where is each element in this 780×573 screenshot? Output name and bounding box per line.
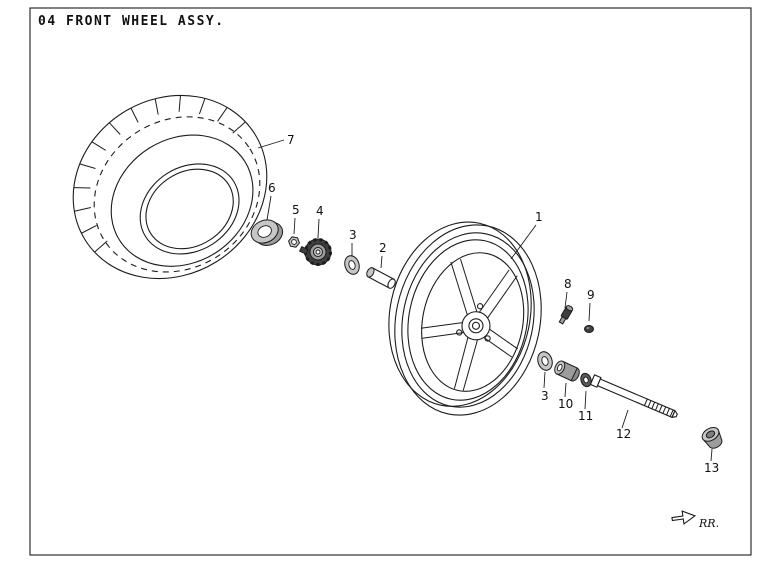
rear-arrow-icon [671, 510, 697, 525]
page-title: FRONT WHEEL ASSY. [66, 14, 225, 29]
callout-3a: 3 [349, 228, 357, 242]
part-13-cap-nut [701, 427, 723, 449]
tire-tread-marks [73, 95, 246, 253]
callout-2: 2 [379, 241, 387, 255]
callout-9: 9 [587, 288, 595, 302]
page-title-code: 04 [38, 14, 57, 29]
part-12-axle-bolt [589, 374, 678, 419]
callout-5: 5 [292, 203, 300, 217]
part-10-bushing [554, 360, 580, 382]
direction-marker: RR. [671, 510, 719, 530]
part-11-washer [580, 372, 592, 388]
leader-lines [257, 139, 713, 462]
callout-11: 11 [578, 409, 593, 423]
callout-12: 12 [616, 427, 631, 441]
rear-marker-label: RR. [698, 517, 719, 530]
part-2-spacer [366, 267, 396, 289]
page-border [29, 7, 752, 556]
callout-7: 7 [287, 133, 295, 147]
part-4-gear-hub [298, 238, 332, 266]
callout-1: 1 [535, 210, 543, 224]
callout-8: 8 [564, 277, 572, 291]
part-5-nut [288, 236, 300, 248]
callout-4: 4 [316, 204, 324, 218]
part-3-washer-b [537, 351, 553, 371]
part-1-wheel-rim [388, 221, 542, 416]
callout-6: 6 [268, 181, 276, 195]
callout-3b: 3 [541, 389, 549, 403]
callout-10: 10 [558, 397, 573, 411]
part-6-collar [250, 219, 284, 246]
axle-threads [643, 398, 674, 417]
wheel-hub [456, 303, 491, 342]
callout-13: 13 [704, 461, 719, 475]
part-9-nut [584, 325, 594, 333]
part-8-valve [558, 305, 574, 325]
part-3-washer-a [344, 255, 360, 275]
part-7-tire [72, 94, 268, 280]
